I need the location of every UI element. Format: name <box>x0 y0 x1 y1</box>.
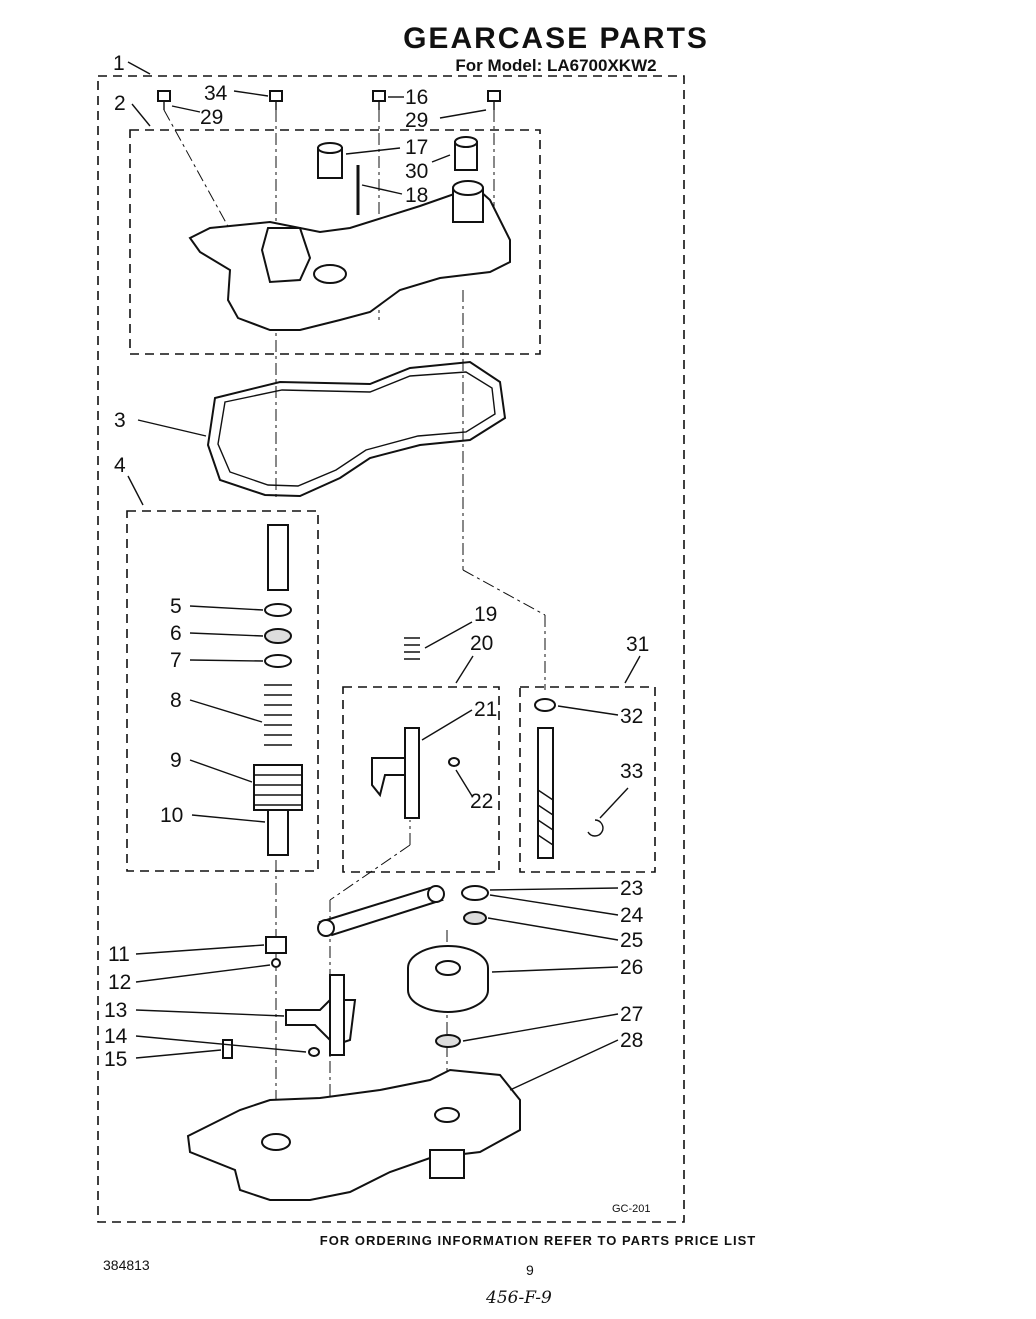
callout-33: 33 <box>620 760 643 783</box>
cover-tower-top <box>452 180 484 196</box>
shaft-5 <box>267 524 289 591</box>
crank-arm-23 <box>318 886 444 937</box>
shift-shaft-21 <box>404 727 420 819</box>
cover-bearing-hole <box>313 264 347 284</box>
base-bearing <box>261 1133 291 1151</box>
callout-27: 27 <box>620 1003 643 1026</box>
base-boss <box>429 1149 465 1179</box>
callout-29-left: 29 <box>200 106 223 129</box>
callout-31: 31 <box>626 633 649 656</box>
handwritten-note: 456-F-9 <box>486 1288 552 1308</box>
model-subtitle: For Model: LA6700XKW2 <box>455 56 657 75</box>
cover-tower <box>452 188 484 223</box>
screw-29-right <box>487 90 501 110</box>
gearcase-base <box>186 1068 521 1201</box>
callout-20: 20 <box>470 632 493 655</box>
shift-fork-20 <box>371 757 406 798</box>
pin-15 <box>222 1039 233 1059</box>
callout-18: 18 <box>405 184 428 207</box>
callout-4: 4 <box>114 454 126 477</box>
callout-15: 15 <box>104 1048 127 1071</box>
callout-16: 16 <box>405 86 428 109</box>
gearcase-cover <box>188 180 511 331</box>
subassembly-box-20 <box>342 686 500 873</box>
clip-22 <box>448 757 460 767</box>
spring-19 <box>404 637 420 660</box>
callout-24: 24 <box>620 904 644 927</box>
washer-25 <box>463 911 487 925</box>
washer-6 <box>264 628 292 644</box>
screw-16 <box>372 90 386 110</box>
retaining-ring-33 <box>587 819 604 837</box>
page-title: GEARCASE PARTS <box>403 22 709 55</box>
document-number: 384813 <box>103 1257 150 1273</box>
callout-10: 10 <box>160 804 183 827</box>
callout-9: 9 <box>170 749 182 772</box>
callout-6: 6 <box>170 622 182 645</box>
callout-19: 19 <box>474 603 497 626</box>
washer-7 <box>264 654 292 668</box>
callout-17: 17 <box>405 136 428 159</box>
ball-12 <box>271 958 281 968</box>
subassembly-box-4 <box>126 510 319 872</box>
callout-32: 32 <box>620 705 643 728</box>
callout-8: 8 <box>170 689 182 712</box>
diagram-code: GC-201 <box>612 1203 651 1215</box>
washer-24 <box>461 885 489 901</box>
callout-14: 14 <box>104 1025 128 1048</box>
assembly-box-1 <box>97 75 685 1223</box>
callout-23: 23 <box>620 877 643 900</box>
gasket <box>206 360 507 498</box>
callout-7: 7 <box>170 649 182 672</box>
callout-13: 13 <box>104 999 127 1022</box>
page-number: 9 <box>526 1262 534 1278</box>
gasket-inner <box>217 371 496 487</box>
screw-29-left <box>157 90 171 110</box>
callout-21: 21 <box>474 698 497 721</box>
washer-5 <box>264 603 292 617</box>
callout-29-right: 29 <box>405 109 428 132</box>
bearing-11 <box>265 936 287 954</box>
screw-34 <box>269 90 283 110</box>
callout-26: 26 <box>620 956 643 979</box>
callout-34: 34 <box>204 82 228 105</box>
washer-32 <box>534 698 556 712</box>
bushing-30 <box>454 136 478 171</box>
gear-9 <box>253 764 303 811</box>
callout-1: 1 <box>113 52 125 75</box>
bushing-17 <box>317 142 343 179</box>
worm-shaft-31 <box>537 727 554 859</box>
callout-28: 28 <box>620 1029 643 1052</box>
callout-3: 3 <box>114 409 126 432</box>
shift-shaft-13 <box>329 974 345 1056</box>
pinion-10 <box>267 809 289 856</box>
callout-22: 22 <box>470 790 493 813</box>
callout-11: 11 <box>108 943 130 966</box>
subassembly-box-2 <box>129 129 541 355</box>
base-stud <box>434 1107 460 1123</box>
callout-2: 2 <box>114 92 126 115</box>
cover-boss <box>260 227 312 284</box>
callout-12: 12 <box>108 971 131 994</box>
callout-5: 5 <box>170 595 182 618</box>
spring-8 <box>264 684 292 746</box>
clip-14 <box>308 1047 320 1057</box>
ordering-note: FOR ORDERING INFORMATION REFER TO PARTS … <box>319 1233 757 1248</box>
subassembly-box-31 <box>519 686 656 873</box>
callout-30: 30 <box>405 160 428 183</box>
washer-27 <box>435 1034 461 1048</box>
callout-25: 25 <box>620 929 643 952</box>
